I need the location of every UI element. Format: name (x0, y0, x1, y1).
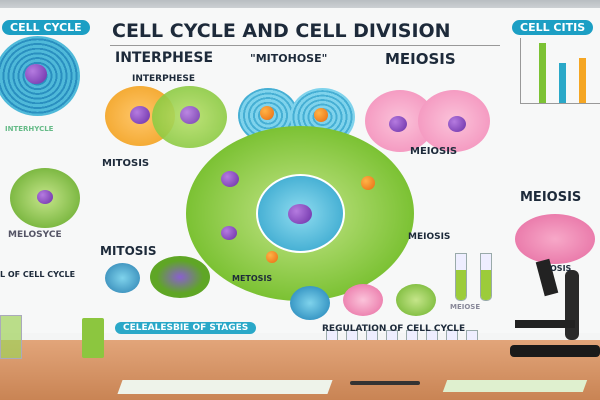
label-osis: OSIS (550, 264, 572, 273)
pen (350, 381, 420, 385)
nucleus (314, 108, 328, 122)
cell-blue-large (0, 36, 80, 116)
subheading-mitohose: "MITOHOSE" (250, 52, 328, 65)
title-divider (110, 45, 500, 46)
nucleus (221, 226, 237, 240)
cell-center (256, 174, 345, 253)
cell-green-ball (396, 284, 436, 316)
label-intercycle: INTERHYCLE (5, 125, 54, 133)
test-tube (455, 253, 467, 301)
subheading-meiosis: MEIOSIS (385, 50, 456, 68)
stages-badge: CELEALESBIE OF STAGES (115, 322, 257, 334)
cell-cycle-badge: CELL CYCLE (2, 20, 90, 35)
microscope (510, 258, 600, 360)
paper-sheet (442, 380, 588, 392)
cell-citis-badge: CELL CITIS (512, 20, 594, 35)
label-mitosis-1: MITOSIS (102, 158, 150, 169)
bar-chart (520, 38, 600, 104)
nucleus (221, 171, 239, 187)
cell-pink-ball (343, 284, 383, 316)
nucleus (266, 251, 278, 263)
poster-title: CELL CYCLE AND CELL DIVISION (112, 20, 451, 42)
label-meiose: MEIOSE (450, 303, 481, 311)
label-meiosis-1: MEIOSIS (410, 146, 458, 157)
subheading-interphese: INTERPHESE (115, 50, 214, 66)
nucleus (25, 64, 47, 84)
green-bottle (82, 318, 104, 358)
nucleus (361, 176, 375, 190)
cell-green (152, 86, 227, 148)
label-interphese: INTERPHESE (132, 74, 196, 84)
nucleus (260, 106, 274, 120)
cell-blue-small (105, 263, 140, 293)
label-melosyce: MELOSYCE (8, 230, 62, 240)
label-metosis: METOSIS (232, 274, 273, 283)
cell-cycle-wheel (186, 126, 414, 301)
label-mitosis-2: MITOSIS (100, 244, 157, 258)
label-of-cell-cycle: L OF CELL CYCLE (0, 270, 76, 279)
regulation-heading: REGULATION OF CELL CYCLE (322, 324, 466, 334)
nucleus (389, 116, 407, 132)
bar-1 (539, 43, 546, 103)
pencil-cup (0, 315, 22, 359)
cell-blue-ball (290, 286, 330, 320)
cell-pink-2 (418, 90, 490, 152)
label-meiosis-right: MEIOSIS (520, 190, 582, 205)
cell-green-left (10, 168, 80, 228)
nucleus (288, 204, 312, 224)
chromosome-x (515, 214, 595, 264)
paper-sheet (117, 380, 333, 394)
poster: CELL CYCLE CELL CYCLE AND CELL DIVISION … (0, 8, 600, 334)
label-meiosis-2: MEIOSIS (408, 232, 451, 242)
nucleus (448, 116, 466, 132)
bar-2 (559, 63, 566, 103)
test-tube (480, 253, 492, 301)
nucleus (37, 190, 53, 204)
nucleus (180, 106, 200, 124)
nucleus (130, 106, 150, 124)
bar-3 (579, 58, 586, 103)
cell-green-bottom (150, 256, 210, 298)
